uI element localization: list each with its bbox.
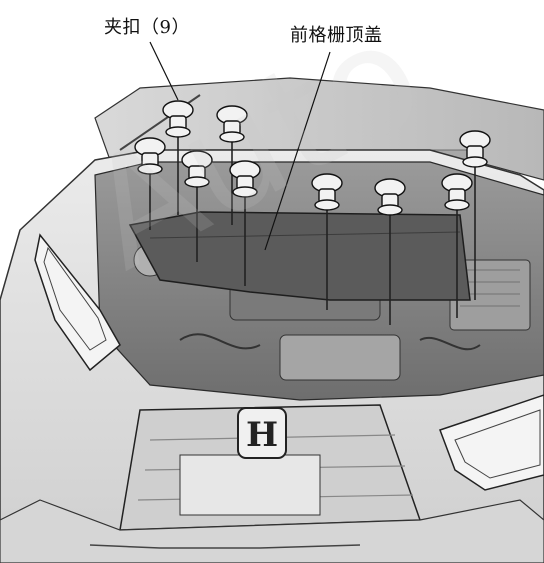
license-plate-area: [179, 454, 321, 516]
clip-callout-line: [149, 41, 179, 101]
badge-frame: [237, 407, 287, 459]
clip: [374, 178, 406, 216]
headlight-right: [439, 394, 544, 491]
clip: [441, 173, 473, 211]
clip-leaders: [149, 135, 476, 325]
clip: [216, 105, 248, 143]
cover-edge: [149, 231, 461, 239]
callout-lines: [149, 41, 331, 251]
badge-logo: H: [246, 415, 278, 455]
clip: [459, 130, 491, 168]
battery-ribs: [460, 269, 520, 307]
grille-cover-label: 前格栅顶盖: [290, 25, 383, 46]
bumper-lip: [89, 544, 361, 549]
hoses: [179, 333, 481, 351]
cover-callout-line: [264, 51, 331, 251]
headlight-left-inner: [43, 246, 107, 351]
clip-label: 夹扣（9）: [104, 17, 190, 38]
headlight-right-inner: [454, 409, 541, 479]
clip: [181, 150, 213, 188]
headlight-left: [34, 233, 121, 372]
air-box: [279, 334, 401, 381]
clip: [162, 100, 194, 138]
clip: [229, 160, 261, 198]
clip: [134, 137, 166, 175]
grille-top-cover: [128, 211, 471, 301]
clip: [311, 173, 343, 211]
clips: [134, 100, 491, 216]
